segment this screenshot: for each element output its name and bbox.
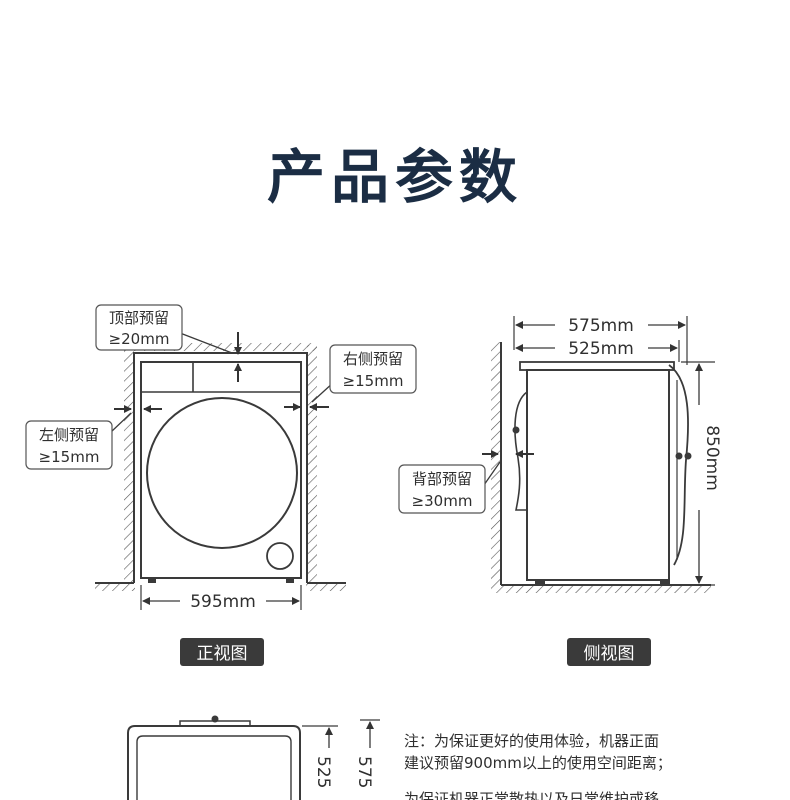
top-view (127, 715, 380, 800)
washer-front-body (140, 361, 302, 579)
side-top-panel (519, 361, 675, 371)
note-line-3: 为保证机器正常散热以及日常维护或移 (404, 790, 659, 800)
side-view-caption: 侧视图 (567, 638, 651, 666)
side-depth-body-dimension: 525mm (568, 339, 634, 359)
filter-cap (266, 542, 294, 570)
washer-side-body (526, 369, 670, 581)
left-wall (124, 345, 134, 583)
right-clearance-callout: 右侧预留 ≥15mm (329, 344, 417, 394)
side-depth-outer-dimension: 575mm (568, 316, 634, 336)
left-clearance-callout: 左侧预留 ≥15mm (25, 420, 113, 470)
top-clearance-label: 顶部预留 (109, 309, 169, 327)
note-line-1: 注：为保证更好的使用体验，机器正面 (404, 732, 659, 750)
top-depth-body-dimension: 525 (313, 756, 333, 788)
front-view-caption: 正视图 (180, 638, 264, 666)
top-depth-outer-dimension: 575 (354, 756, 374, 788)
page-title: 产品参数 (266, 143, 523, 211)
back-clearance-callout: 背部预留 ≥30mm (398, 464, 486, 514)
left-clearance-value: ≥15mm (39, 448, 100, 466)
back-clearance-value: ≥30mm (412, 492, 473, 510)
right-clearance-value: ≥15mm (343, 372, 404, 390)
floor-left (95, 583, 135, 591)
top-clearance-value: ≥20mm (109, 330, 170, 348)
front-view (95, 332, 346, 610)
left-clearance-label: 左侧预留 (39, 426, 99, 444)
right-wall (307, 345, 317, 583)
note-line-2: 建议预留900mm以上的使用空间距离； (404, 754, 672, 772)
front-width-dimension: 595mm (190, 592, 256, 612)
door-circle (146, 397, 298, 549)
side-height-dimension: 850mm (702, 425, 722, 491)
installation-notes: 注：为保证更好的使用体验，机器正面 建议预留900mm以上的使用空间距离； 为保… (404, 732, 672, 800)
floor-right (306, 583, 346, 591)
back-clearance-label: 背部预留 (412, 470, 472, 488)
side-floor (491, 585, 711, 593)
top-clearance-callout: 顶部预留 ≥20mm (95, 304, 183, 351)
back-wall (491, 342, 501, 585)
svg-text:侧视图: 侧视图 (584, 644, 635, 664)
ceiling (124, 343, 317, 351)
right-clearance-label: 右侧预留 (343, 350, 403, 368)
side-view (482, 316, 715, 593)
svg-text:正视图: 正视图 (197, 644, 248, 664)
